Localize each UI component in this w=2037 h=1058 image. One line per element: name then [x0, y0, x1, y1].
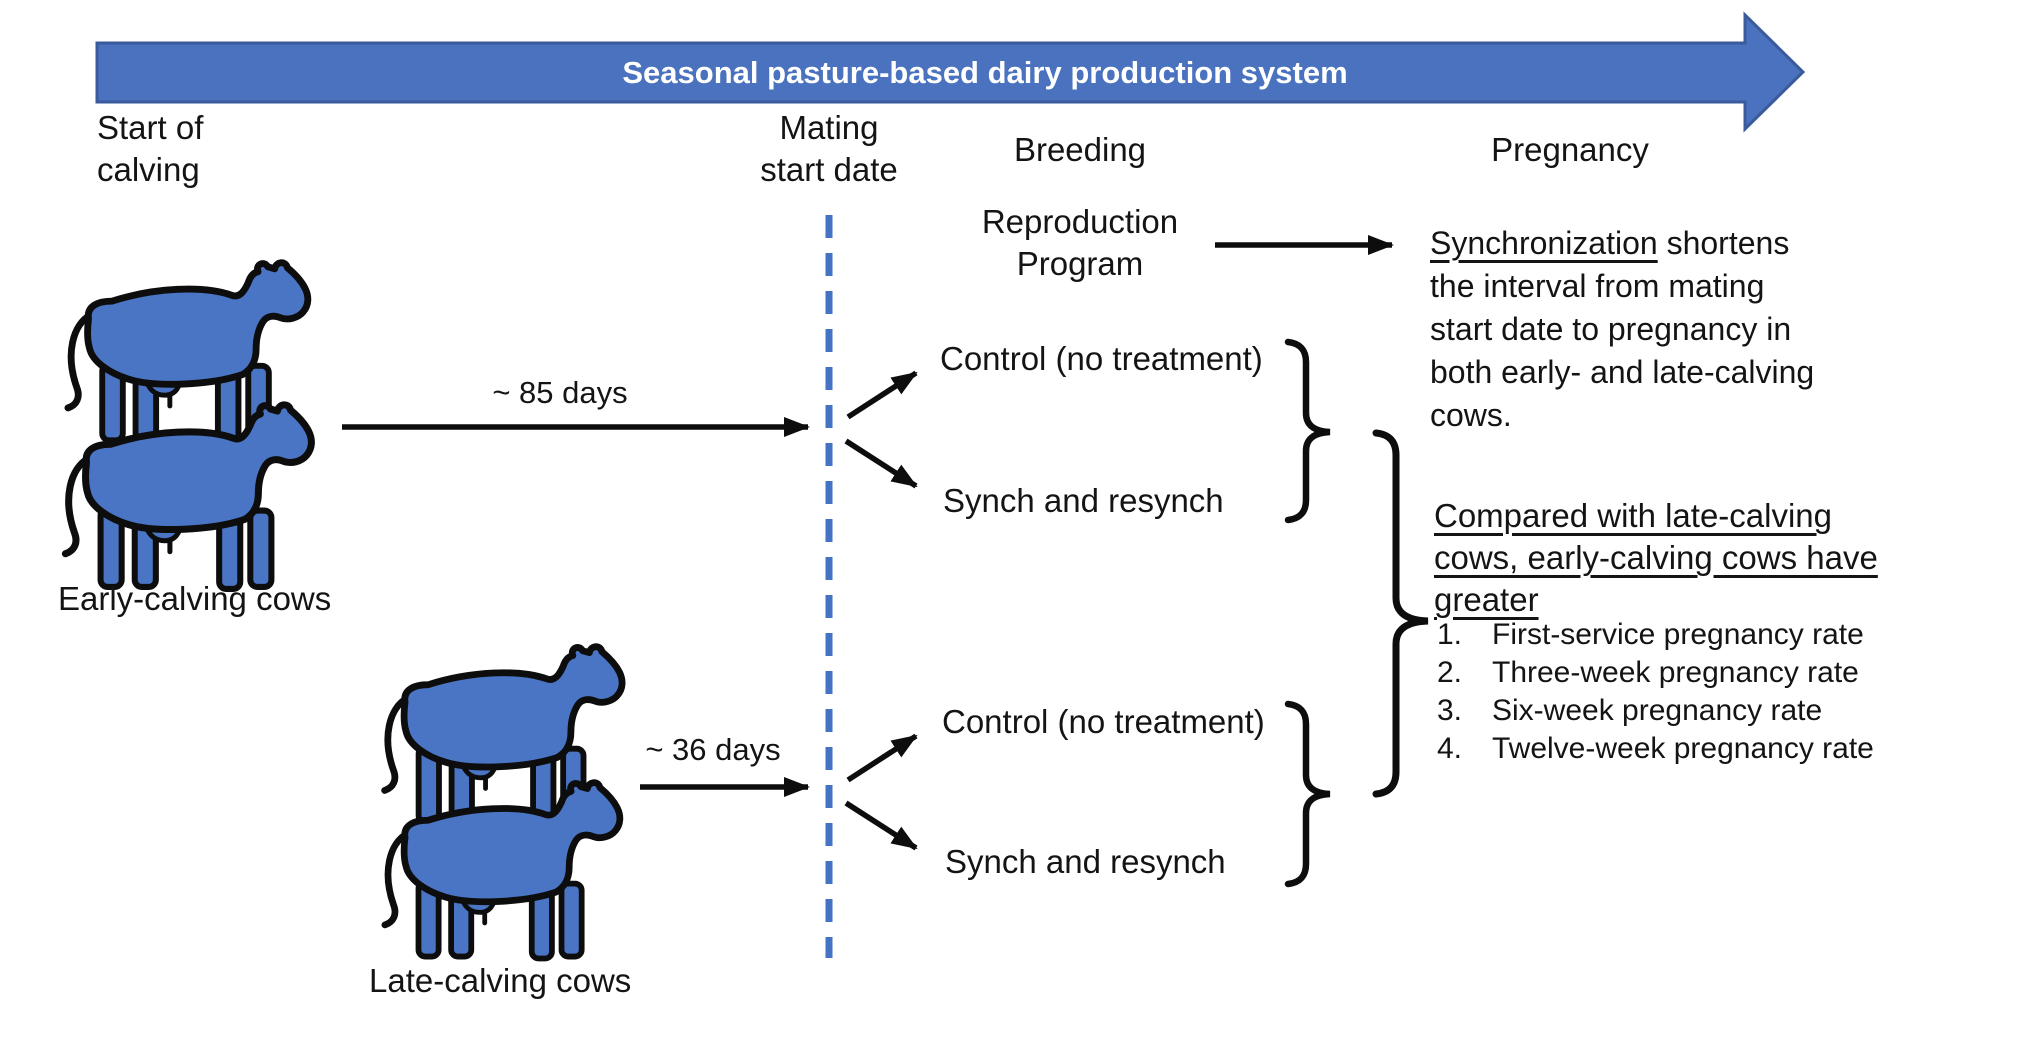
comparison-heading-line3: greater: [1434, 581, 1539, 618]
synchronization-note-line5: cows.: [1430, 397, 1512, 433]
synchronization-note-line1: Synchronization shortens: [1430, 222, 1814, 265]
late-branch-control-arrow: [846, 733, 918, 783]
early-control-option: Control (no treatment): [940, 340, 1263, 377]
late-options-brace: [1284, 700, 1331, 888]
synchronization-note: Synchronization shortens the interval fr…: [1430, 222, 1814, 437]
synchronization-line1-rest: shortens: [1657, 225, 1790, 261]
list-item-text: Six-week pregnancy rate: [1492, 694, 1823, 727]
late-branch-synch-arrow: [844, 800, 918, 851]
list-item-number: 1.: [1437, 618, 1463, 651]
overall-comparison-brace: [1372, 429, 1429, 798]
comparison-heading-line2: cows, early-calving cows have: [1434, 539, 1878, 576]
cow-icon: [368, 778, 636, 970]
early-options-brace: [1284, 338, 1331, 524]
list-item-text: Three-week pregnancy rate: [1492, 656, 1859, 689]
late-interval-label: ~ 36 days: [645, 732, 781, 767]
comparison-note-list: 1. First-service pregnancy rate 2. Three…: [1437, 616, 1874, 768]
cow-icon: [52, 400, 324, 601]
list-item: 1. First-service pregnancy rate: [1437, 616, 1874, 654]
list-item-text: First-service pregnancy rate: [1492, 618, 1864, 651]
list-item-number: 3.: [1437, 694, 1463, 727]
header-start-of-calving-line1: Start of: [97, 109, 204, 146]
reproduction-program-line1: Reproduction: [981, 203, 1179, 240]
late-control-option: Control (no treatment): [942, 703, 1265, 740]
synchronization-term: Synchronization: [1430, 225, 1658, 261]
list-item-text: Twelve-week pregnancy rate: [1492, 732, 1874, 765]
list-item: 2. Three-week pregnancy rate: [1437, 654, 1874, 692]
early-branch-control-arrow: [846, 370, 918, 420]
header-mating-start-date: Mating start date: [679, 107, 979, 191]
header-mating-line2: start date: [760, 151, 898, 188]
synchronization-note-line3: start date to pregnancy in: [1430, 311, 1792, 347]
header-breeding: Breeding: [1013, 131, 1147, 168]
synchronization-note-line2: the interval from mating: [1430, 268, 1765, 304]
banner-arrow-shape: [95, 11, 1806, 133]
banner-title: Seasonal pasture-based dairy production …: [622, 54, 1348, 90]
list-item: 4. Twelve-week pregnancy rate: [1437, 730, 1874, 768]
early-branch-synch-arrow: [844, 438, 918, 489]
list-item: 3. Six-week pregnancy rate: [1437, 692, 1874, 730]
header-mating-line1: Mating: [779, 109, 879, 146]
header-start-of-calving: Start of calving: [97, 107, 203, 191]
reproduction-program-line2: Program: [1016, 245, 1144, 282]
early-interval-label: ~ 85 days: [492, 375, 628, 410]
comparison-heading-line1: Compared with late-calving: [1434, 497, 1833, 534]
header-pregnancy: Pregnancy: [1491, 131, 1649, 168]
late-calving-cows-label: Late-calving cows: [369, 962, 632, 999]
list-item-number: 2.: [1437, 656, 1463, 689]
early-synch-option: Synch and resynch: [943, 482, 1224, 519]
synchronization-note-line4: both early- and late-calving: [1430, 354, 1815, 390]
comparison-note-heading: Compared with late-calving cows, early-c…: [1434, 495, 1878, 621]
header-start-of-calving-line2: calving: [97, 151, 200, 188]
early-calving-cows-label: Early-calving cows: [58, 580, 332, 617]
late-synch-option: Synch and resynch: [945, 843, 1226, 880]
reproduction-program-label: Reproduction Program: [905, 201, 1255, 285]
list-item-number: 4.: [1437, 732, 1463, 765]
